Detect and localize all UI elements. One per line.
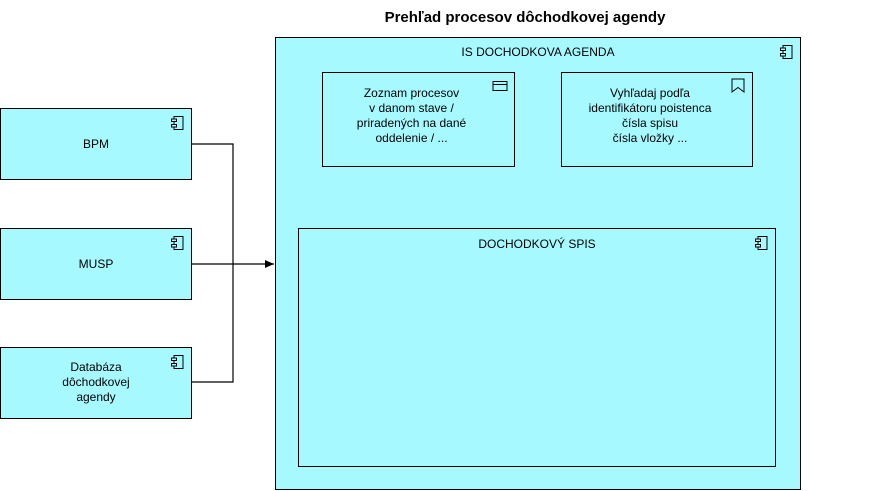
- diagram-title: Prehľad procesov dôchodkovej agendy: [384, 9, 666, 26]
- process-list-box: Zoznam procesov v danom stave / priraden…: [322, 72, 515, 167]
- component-icon: [171, 355, 184, 369]
- window-icon: [492, 81, 508, 91]
- component-icon: [780, 45, 793, 59]
- component-icon: [755, 236, 768, 250]
- source-bpm: BPM: [0, 108, 192, 180]
- file-label: DOCHODKOVÝ SPIS: [478, 237, 596, 251]
- search-box: Vyhľadaj podľa identifikátoru poistenca …: [561, 72, 753, 167]
- connector-databaza: [192, 264, 234, 383]
- search-label: Vyhľadaj podľa identifikátoru poistenca …: [588, 86, 712, 145]
- bookmark-icon: [731, 78, 745, 93]
- process-list-label: Zoznam procesov v danom stave / priraden…: [356, 86, 467, 145]
- connector-bpm: [192, 143, 234, 264]
- component-icon: [171, 236, 184, 250]
- file-container: DOCHODKOVÝ SPIS: [298, 228, 776, 467]
- source-bpm-label: BPM: [82, 137, 109, 151]
- source-databaza: Databáza dôchodkovej agendy: [0, 347, 192, 419]
- system-label: IS DOCHODKOVA AGENDA: [461, 45, 615, 59]
- component-icon: [171, 116, 184, 130]
- source-musp: MUSP: [0, 228, 192, 300]
- source-musp-label: MUSP: [78, 257, 114, 271]
- source-databaza-label: Databáza dôchodkovej agendy: [62, 360, 130, 404]
